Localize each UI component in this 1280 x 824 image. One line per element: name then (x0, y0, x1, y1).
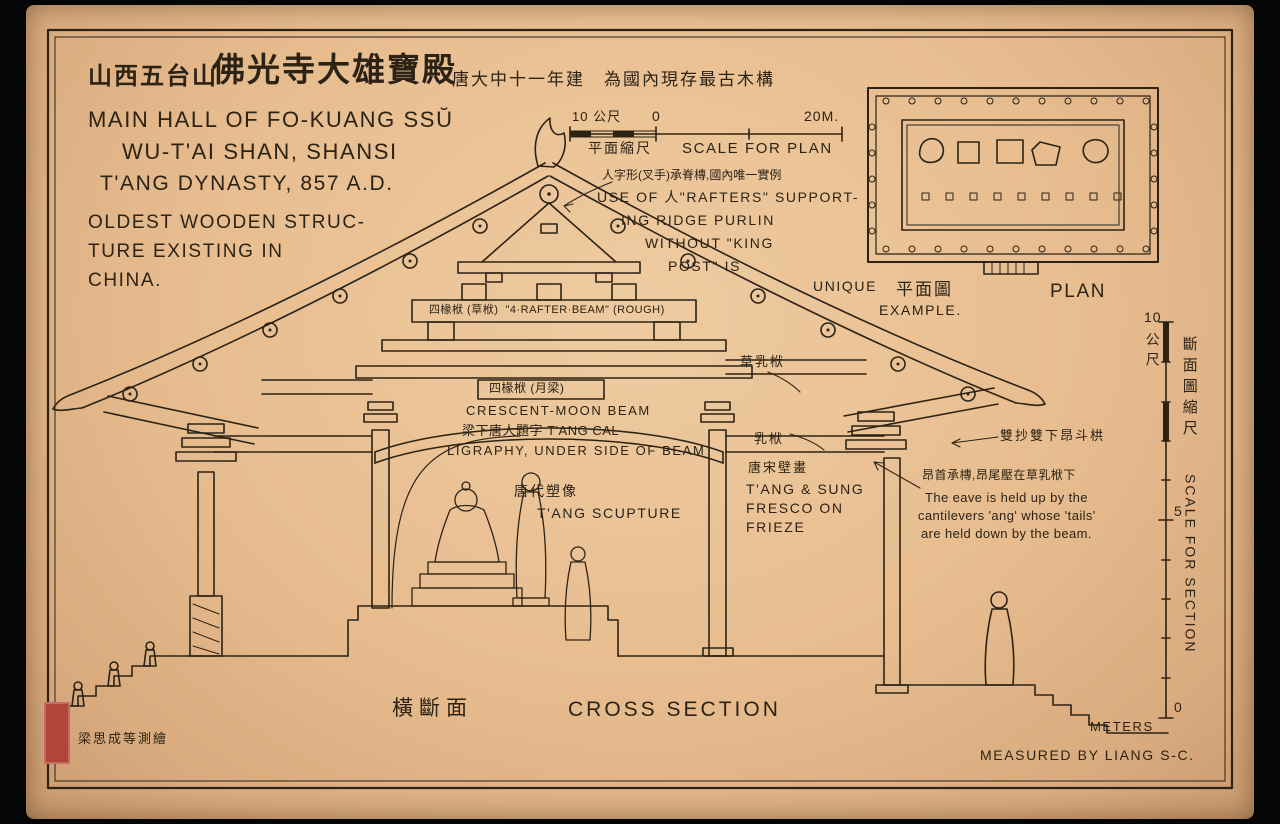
section-scale-caption-en: SCALE FOR SECTION (1182, 474, 1199, 654)
title-note-line2: TURE EXISTING IN (88, 241, 284, 262)
plan-scale-right-label: 20M. (804, 108, 840, 124)
cross-section-label-en: CROSS SECTION (568, 698, 781, 721)
leader-lines (563, 181, 999, 489)
plan-scale-left-label: 10 公尺 (572, 109, 622, 124)
fresco-note-cn: 唐宋壁畫 (748, 460, 809, 475)
title-english-line2: WU-T'AI SHAN, SHANSI (122, 139, 398, 164)
title-note-line3: CHINA. (88, 270, 162, 291)
plan-label-cn: 平面圖 (896, 280, 953, 299)
section-scale-meters: METERS (1090, 719, 1154, 734)
ridge-note-cn: 人字形(叉手)承脊槫,國內唯一實例 (602, 168, 782, 182)
title-chinese-subtitle: 唐大中十一年建 為國內現存最古木構 (452, 70, 775, 89)
truss-frame (355, 202, 753, 464)
crescent-beam-label-en: CRESCENT-MOON BEAM (466, 403, 651, 418)
cross-section-label-cn: 橫斷面 (392, 697, 473, 720)
section-scale-zero: 0 (1174, 699, 1183, 715)
ang-note-en2: cantilevers 'ang' whose 'tails' (918, 508, 1096, 523)
section-scale-meters-cn: 公尺 (1144, 332, 1161, 372)
right-stairs (899, 684, 1169, 734)
plan-scale-zero-label: 0 (652, 108, 661, 124)
sculpture-note-en: T'ANG SCUPTURE (537, 505, 682, 521)
plan-label-en: PLAN (1050, 281, 1107, 302)
ridge-ornament (534, 117, 566, 168)
sculpture-note-cn: 唐代塑像 (514, 483, 578, 499)
ridge-note-en5: UNIQUE (813, 278, 878, 294)
fresco-note-en2: FRESCO ON (746, 500, 844, 516)
ang-note-en3: are held down by the beam. (921, 526, 1092, 541)
ridge-note-en2: ING RIDGE PURLIN (621, 212, 775, 228)
drawing-sheet (26, 5, 1254, 819)
title-chinese-main: 佛光寺大雄寶殿 (212, 51, 457, 88)
plan-scale-caption-en: SCALE FOR PLAN (682, 140, 833, 157)
cao-ru-fu-label: 草乳栿 (740, 354, 786, 369)
crescent-beam-label-cn: 四椽栿 (月梁) (489, 381, 565, 395)
section-scale-caption-cn: 斷面圖縮尺 (1180, 336, 1198, 441)
plan-scale-caption-cn: 平面縮尺 (588, 140, 652, 156)
plan-scale-bar (569, 126, 843, 142)
title-english-line3: T'ANG DYNASTY, 857 A.D. (100, 172, 394, 195)
scale-figure (990, 591, 1008, 609)
ridge-note-en3: WITHOUT "KING (645, 235, 774, 251)
ridge-note-en6: EXAMPLE. (879, 302, 962, 318)
ridge-note-en1: USE OF 人"RAFTERS" SUPPORT- (597, 189, 860, 205)
section-scale-ten: 10 (1144, 309, 1162, 325)
ru-fu-label: 乳栿 (754, 431, 785, 446)
interior-arch (391, 435, 521, 609)
ang-note-en1: The eave is held up by the (925, 490, 1088, 505)
altar (347, 605, 619, 657)
section-scale-five: 5 (1174, 503, 1183, 519)
dougong-label: 雙抄雙下昂斗栱 (1000, 428, 1106, 443)
plan-steps (983, 261, 1039, 275)
plan-inset (867, 87, 1159, 275)
title-english-line1: MAIN HALL OF FO-KUANG SSŬ (88, 107, 454, 132)
fresco-note-en1: T'ANG & SUNG (746, 481, 865, 497)
calligraphy-note-line2: LIGRAPHY, UNDER SIDE OF BEAM (447, 443, 706, 458)
section-scale-bar (1158, 321, 1174, 719)
title-note-line1: OLDEST WOODEN STRUC- (88, 212, 366, 233)
four-rafter-beam-label: 四椽栿 (草栿) "4·RAFTER·BEAM" (ROUGH) (429, 304, 665, 316)
fresco-note-en3: FRIEZE (746, 519, 806, 535)
title-chinese-prefix: 山西五台山 (88, 63, 218, 90)
plan-wall-columns (868, 97, 1158, 253)
columns (189, 401, 909, 694)
measured-by-en: MEASURED BY LIANG S-C. (980, 747, 1195, 763)
bracket-sets (103, 387, 999, 462)
red-seal-stamp (44, 702, 70, 764)
ridge-note-en4: POST" IS (668, 258, 742, 274)
surveyed-by-cn: 梁思成等測繪 (78, 731, 169, 746)
tie-beams (213, 359, 885, 453)
calligraphy-note-line1: 梁下唐人題字 T'ANG CAL- (462, 423, 624, 438)
ang-note-cn: 昂首承槫,昂尾壓在草乳栿下 (922, 468, 1076, 482)
